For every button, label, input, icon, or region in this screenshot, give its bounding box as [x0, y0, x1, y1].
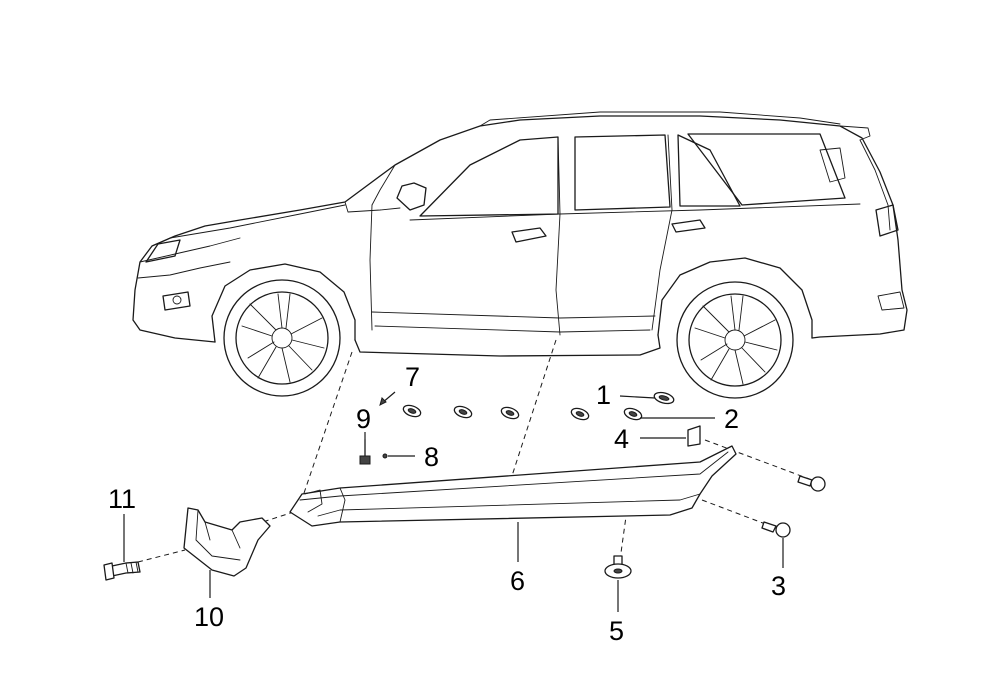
callout-labels: 1 2 3 4 5 6 7 8 9 10 11 — [108, 362, 786, 646]
rear-wheel — [676, 281, 794, 399]
callout-1: 1 — [596, 380, 611, 410]
tail-lamp — [875, 204, 899, 237]
callout-9: 9 — [356, 404, 371, 434]
mud-flap-part-10 — [183, 507, 271, 577]
callout-11: 11 — [108, 484, 136, 514]
rocker-outline — [354, 334, 661, 357]
suv-side-view — [132, 111, 908, 399]
callout-5: 5 — [609, 616, 624, 646]
screw-right-upper — [797, 475, 826, 492]
rear-wheel-arch — [657, 257, 813, 339]
body-outline — [132, 115, 908, 343]
front-door-handle — [511, 227, 547, 243]
callout-10: 10 — [194, 602, 224, 632]
callout-8: 8 — [424, 442, 439, 472]
front-wheel — [223, 279, 341, 397]
callout-4: 4 — [614, 424, 629, 454]
screw-part-9 — [359, 439, 371, 465]
middle-window — [574, 134, 671, 211]
callout-7: 7 — [405, 362, 420, 392]
quarter-window — [687, 133, 846, 206]
side-mirror — [396, 182, 427, 211]
clips-row — [402, 391, 675, 421]
bracket-part-4 — [687, 425, 701, 447]
headlamp — [145, 239, 181, 263]
rear-door-handle — [671, 219, 706, 233]
bolt-part-11 — [103, 561, 141, 581]
leader-lines — [123, 391, 784, 612]
pin-part-8 — [382, 453, 388, 459]
callout-6: 6 — [510, 566, 525, 596]
clip-part-5 — [604, 555, 632, 579]
callout-2: 2 — [724, 404, 739, 434]
rear-door-window — [677, 134, 741, 207]
screw-part-3 — [761, 521, 791, 538]
sill-moulding-part-6 — [289, 445, 737, 527]
front-window — [419, 136, 559, 217]
callout-3: 3 — [771, 571, 786, 601]
fog-lamp — [162, 291, 191, 311]
front-wheel-arch — [211, 263, 356, 343]
